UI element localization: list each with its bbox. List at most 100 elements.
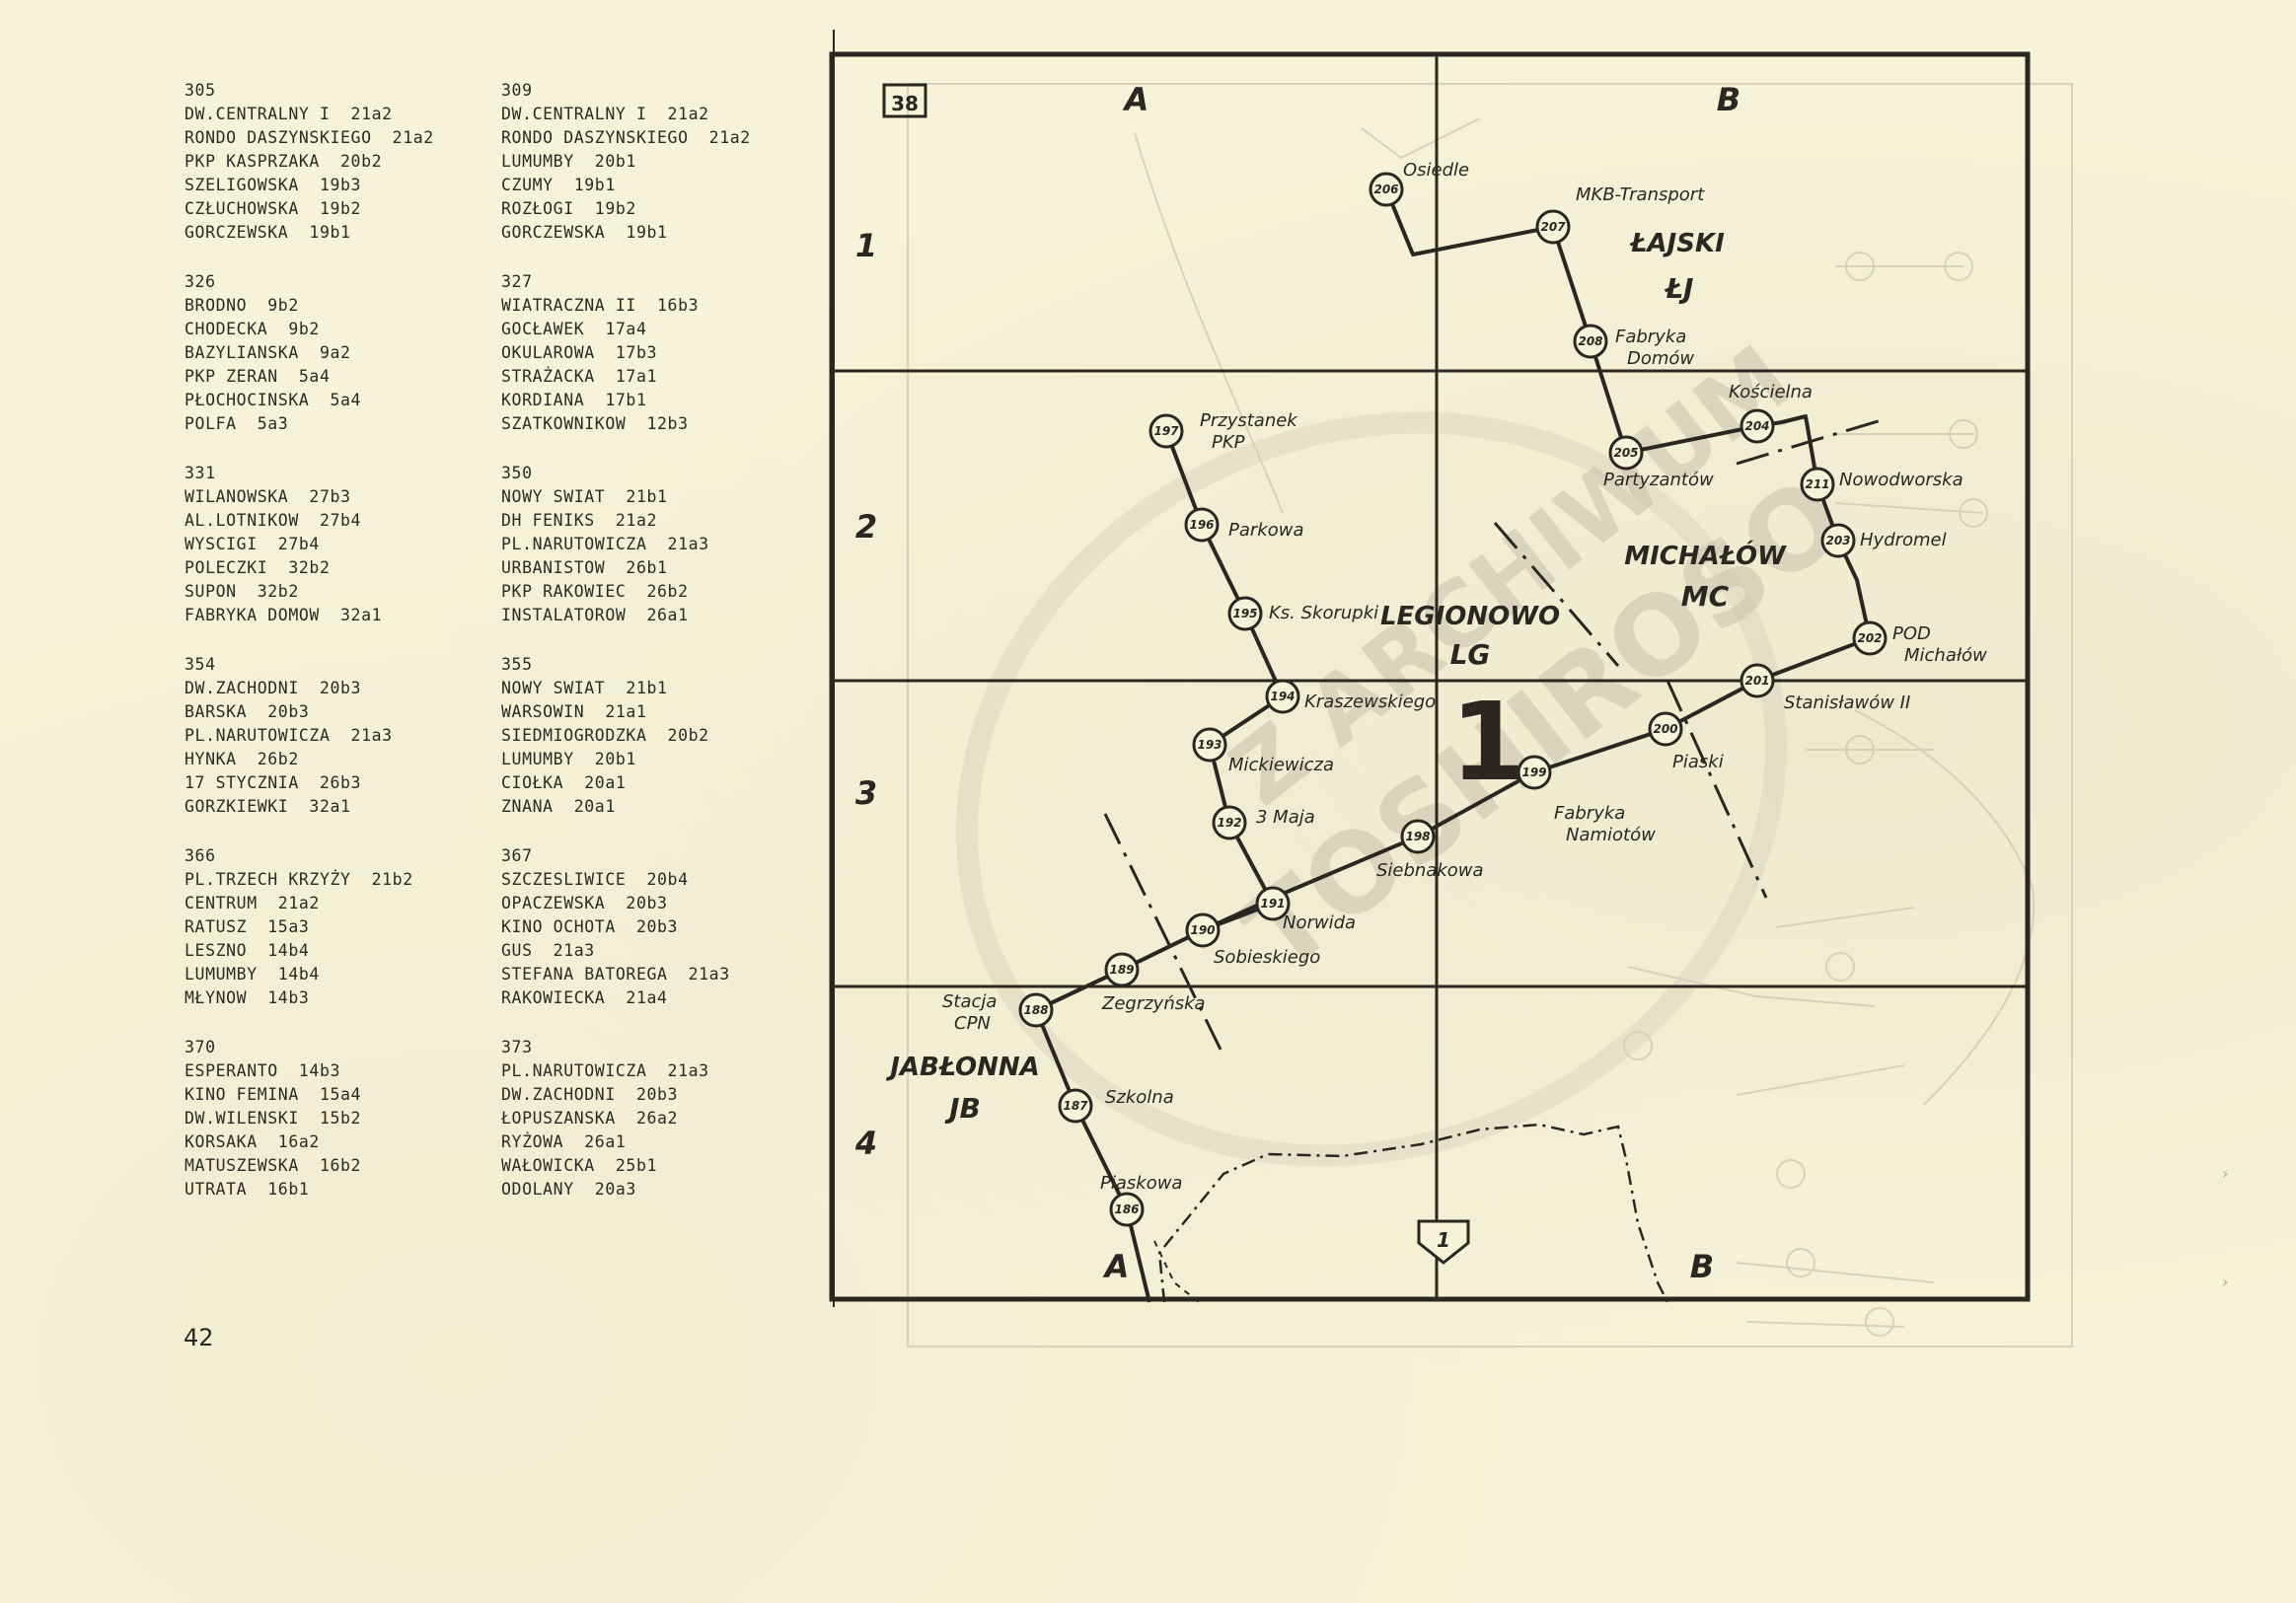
stop-label: Zegrzyńska	[1101, 993, 1206, 1014]
route-stop-line: PKP RAKOWIEC 26b2	[501, 582, 689, 601]
route-stop-line: GUS 21a3	[501, 941, 595, 960]
route-stop-line: WILANOWSKA 27b3	[185, 487, 351, 506]
route-stop-line: RAKOWIECKA 21a4	[501, 988, 668, 1007]
route-stop-line: HYNKA 26b2	[185, 750, 299, 768]
stop-label: Kraszewskiego	[1304, 692, 1436, 712]
route-stop-line: KINO FEMINA 15a4	[185, 1085, 362, 1104]
route-stop-line: KORDIANA 17b1	[501, 391, 647, 409]
route-stop-line: PL.NARUTOWICZA 21a3	[501, 535, 709, 553]
stop-number: 188	[1023, 1003, 1048, 1017]
route-number: 367	[501, 846, 533, 865]
stop-label: Piaski	[1672, 752, 1724, 772]
route-stop-line: INSTALATOROW 26a1	[501, 606, 689, 624]
grid-row-3: 3	[855, 774, 877, 812]
stop-marker	[1852, 620, 1888, 656]
stop-marker	[1212, 805, 1247, 840]
stop-marker	[1400, 819, 1436, 854]
page-number: 42	[184, 1324, 214, 1351]
stop-marker	[1109, 1192, 1145, 1227]
county-border-corner	[1153, 1240, 1200, 1303]
route-stop-line: SUPON 32b2	[185, 582, 299, 601]
route-stop-line: SZATKOWNIKOW 12b3	[501, 414, 689, 433]
stop-marker	[1369, 172, 1404, 207]
stop-marker	[1740, 663, 1775, 698]
route-number: 354	[185, 655, 216, 674]
route-stop-line: ODOLANY 20a3	[501, 1180, 636, 1199]
stop-marker	[1058, 1088, 1093, 1124]
route-stop-line: STRAŻACKA 17a1	[501, 367, 658, 386]
town-code-michalow: MC	[1681, 580, 1730, 613]
stop-label: Kościelna	[1729, 382, 1813, 402]
stop-marker	[1185, 912, 1221, 948]
route-number: 355	[501, 655, 533, 674]
route-stop-line: SZCZESLIWICE 20b4	[501, 870, 689, 889]
stop-192: 192 3 Maja	[1212, 805, 1315, 840]
route-stop-line: BRODNO 9b2	[185, 296, 299, 315]
route-stop-line: ZNANA 20a1	[501, 797, 616, 816]
route-number: 350	[501, 464, 533, 482]
stop-marker	[1517, 755, 1552, 790]
stop-label: Sobieskiego	[1214, 947, 1320, 968]
stop-number: 198	[1405, 830, 1430, 843]
grid-row-2: 2	[855, 508, 877, 546]
route-stop-line: CZŁUCHOWSKA 19b2	[185, 199, 362, 218]
stop-marker	[1227, 596, 1263, 631]
stop-number: 190	[1190, 923, 1215, 937]
stop-number: 202	[1857, 631, 1882, 645]
route-stop-line: MATUSZEWSKA 16b2	[185, 1156, 362, 1175]
route-number: 326	[185, 272, 216, 291]
route-stop-line: UTRATA 16b1	[185, 1180, 310, 1199]
stop-number: 199	[1521, 765, 1546, 779]
map-frame	[829, 30, 2031, 1307]
route-stop-line: WAŁOWICKA 25b1	[501, 1156, 658, 1175]
route-number: 366	[185, 846, 216, 865]
town-name-jablonna: JABŁONNA	[885, 1053, 1040, 1082]
stop-number: 205	[1613, 446, 1638, 460]
route-stop-line: GORCZEWSKA 19b1	[185, 223, 351, 242]
archive-watermark: Z ARCHIWUM TOSHIROSO	[956, 326, 1868, 1167]
stop-label: Nowodworska	[1839, 470, 1963, 490]
route-stop-line: CIOŁKA 20a1	[501, 773, 627, 792]
bleed-through-ghost-map	[907, 83, 2073, 1348]
route-stop-line: RATUSZ 15a3	[185, 917, 310, 936]
stop-label: 3 Maja	[1256, 807, 1315, 828]
next-sheet-number: 1	[1437, 1228, 1450, 1252]
route-stop-line: NOWY SWIAT 21b1	[501, 679, 668, 697]
stop-number: 186	[1114, 1202, 1139, 1216]
town-name-michalow: MICHAŁÓW	[1624, 540, 1787, 571]
stop-label: Norwida	[1283, 912, 1356, 933]
stop-marker	[1800, 467, 1835, 502]
route-stop-line: ŁOPUSZANSKA 26a2	[501, 1109, 679, 1128]
route-number: 331	[185, 464, 216, 482]
right-edge-mark-2: ›	[2222, 1273, 2229, 1291]
stop-label: Ks. Skorupki	[1269, 603, 1378, 623]
stop-number: 187	[1063, 1099, 1088, 1113]
grid-row-4: 4	[854, 1125, 877, 1162]
route-stop-line: OKULAROWA 17b3	[501, 343, 658, 362]
route-number: 370	[185, 1038, 216, 1057]
route-stop-line: PL.NARUTOWICZA 21a3	[185, 726, 393, 745]
stop-number: 192	[1217, 816, 1241, 830]
route-stop-line: POLECZKI 32b2	[185, 558, 331, 577]
stop-marker	[1184, 507, 1220, 543]
